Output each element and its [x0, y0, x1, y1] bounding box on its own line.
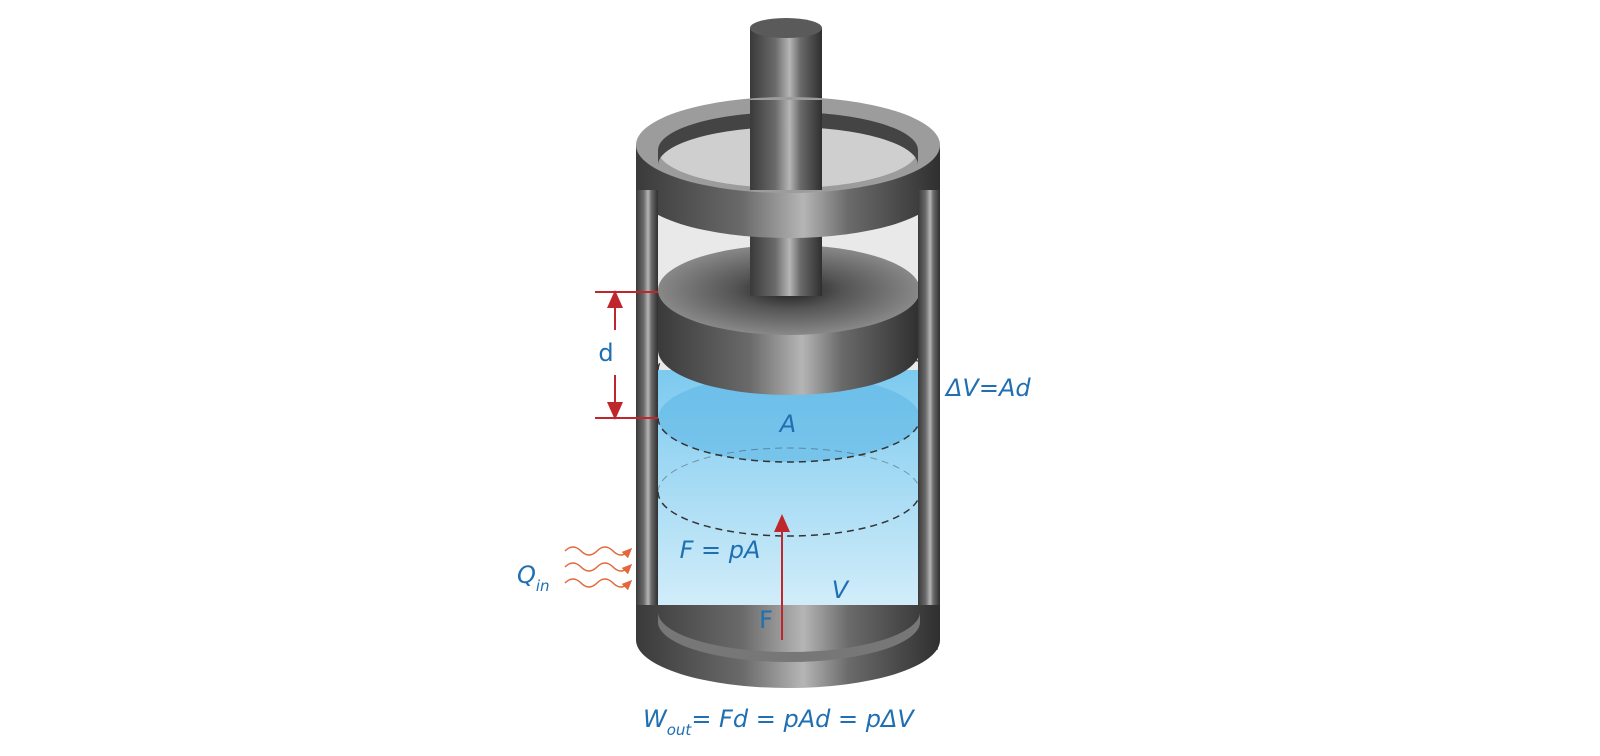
- heat-in-label: Qin: [517, 561, 550, 595]
- force-equation-label: F = pA: [680, 536, 761, 564]
- dashed-ellipse-lower: [657, 491, 921, 537]
- force-label: F: [759, 606, 773, 634]
- dashed-ellipse-upper: [657, 417, 921, 463]
- work-equation-label: Wout= Fd = pAd = pΔV: [643, 705, 915, 739]
- delta-volume-label: ΔV=Ad: [944, 374, 1031, 402]
- heat-waves-icon: [564, 546, 633, 591]
- cylinder-base: [636, 605, 940, 688]
- area-label: A: [778, 410, 796, 438]
- cylinder-left-wall: [636, 190, 658, 610]
- distance-label: d: [598, 339, 613, 367]
- area-slice: [658, 374, 920, 462]
- cylinder-right-wall: [918, 190, 940, 610]
- volume-label: V: [832, 576, 850, 604]
